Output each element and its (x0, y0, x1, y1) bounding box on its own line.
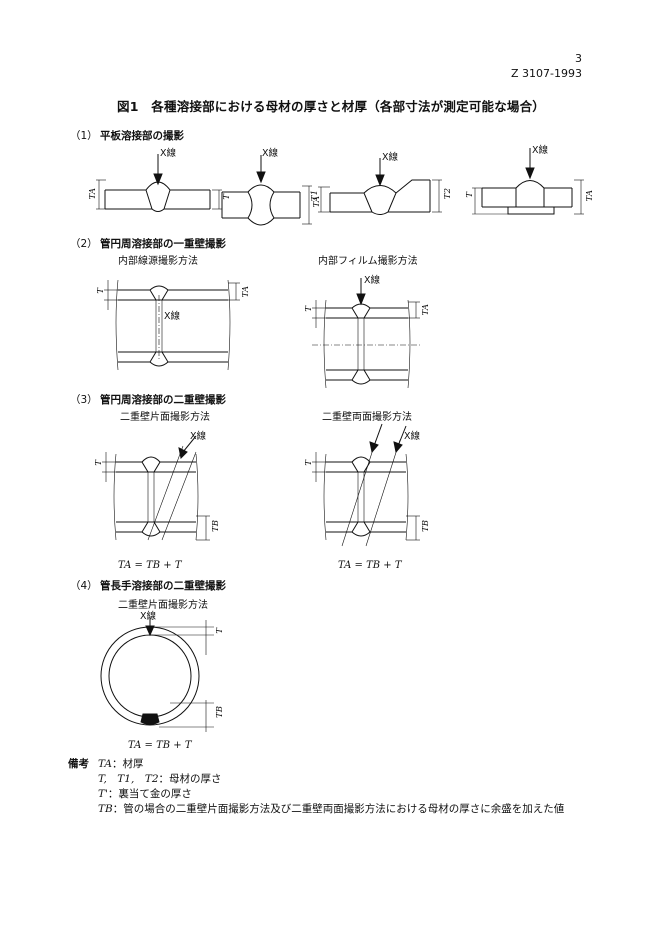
xray-label-2b: X線 (364, 275, 381, 286)
fig-3a-double-wall-single (102, 435, 210, 541)
section-1-number: （1） (70, 130, 98, 142)
section-1-title: 平板溶接部の撮影 (100, 130, 184, 142)
remark-4-symbol: TB (98, 803, 113, 815)
xray-label-4: X線 (140, 611, 157, 622)
remarks-heading: 備考 (68, 758, 89, 770)
dim-tb-3b: TB (421, 520, 431, 532)
remark-row-2: T, T1, T2：母材の厚さ (68, 772, 564, 787)
xray-label-1a: X線 (160, 148, 177, 159)
caption-double-single-2: 二重壁片面撮影方法 (118, 600, 208, 611)
remark-3-text: ：裏当て金の厚さ (107, 788, 192, 800)
section-3-heading: （3）管円周溶接部の二重壁撮影 (70, 392, 226, 407)
remark-1-text: ：材厚 (112, 758, 144, 770)
fig-2b-inner-film (312, 278, 420, 389)
dim-t-2b: T (304, 306, 314, 312)
dim-t-1a: T (222, 194, 232, 200)
dim-ta-2b: TA (421, 304, 431, 316)
formula-3b: TA = TB + T (338, 560, 402, 571)
remarks: 備考 TA：材厚 T, T1, T2：母材の厚さ T'：裏当て金の厚さ TB：管の… (68, 757, 564, 817)
fig-2a-inner-source (104, 279, 240, 371)
section-2-number: （2） (70, 238, 98, 250)
dim-t-4: T (215, 628, 225, 634)
remark-row-1: 備考 TA：材厚 (68, 757, 564, 772)
section-3-title: 管円周溶接部の二重壁撮影 (100, 394, 226, 406)
xray-label-1c: X線 (382, 152, 399, 163)
dim-ta-1a: TA (88, 188, 98, 200)
xray-label-3a: X線 (190, 431, 207, 442)
standard-id: Z 3107-1993 (511, 67, 582, 80)
section-1-heading: （1）平板溶接部の撮影 (70, 128, 184, 143)
fig-3b-double-wall-double (312, 423, 420, 547)
remark-3-symbol: T' (98, 788, 108, 800)
dim-t-1d: T (465, 192, 475, 198)
caption-inner-film: 内部フィルム撮影方法 (318, 256, 418, 267)
remark-row-3: T'：裏当て金の厚さ (68, 787, 564, 802)
dim-ta-2a: TA (241, 286, 251, 298)
caption-double-both: 二重壁両面撮影方法 (322, 412, 412, 423)
formula-4: TA = TB + T (128, 740, 192, 751)
figure-title: 図1 各種溶接部における母材の厚さと材厚（各部寸法が測定可能な場合） (117, 99, 545, 114)
xray-label-2a: X線 (164, 311, 181, 322)
fig-1b-double-v-weld (221, 155, 312, 226)
fig-4-longitudinal-double-wall (100, 617, 214, 732)
fig-1a-butt-weld (96, 154, 222, 212)
xray-label-1d: X線 (532, 145, 549, 156)
remark-row-4: TB：管の場合の二重壁片面撮影方法及び二重壁両面撮影方法における母材の厚さに余盛… (68, 802, 564, 817)
caption-double-single-1: 二重壁片面撮影方法 (120, 412, 210, 423)
fig-1c-unequal-thickness-weld (318, 158, 442, 215)
xray-label-1b: X線 (262, 148, 279, 159)
dim-t2-1c: T2 (443, 188, 453, 200)
remark-1-symbol: TA (98, 758, 113, 770)
remark-4-text: ：管の場合の二重壁片面撮影方法及び二重壁両面撮影方法における母材の厚さに余盛を加… (112, 803, 565, 815)
caption-inner-source: 内部線源撮影方法 (118, 256, 198, 267)
formula-3a: TA = TB + T (118, 560, 182, 571)
remark-2-symbol: T, T1, T2 (98, 773, 159, 785)
remark-2-text: ：母材の厚さ (158, 773, 222, 785)
page-number: 3 (575, 52, 582, 65)
dim-t-3a: T (94, 460, 104, 466)
section-2-heading: （2）管円周溶接部の一重壁撮影 (70, 236, 226, 251)
xray-label-3b: X線 (404, 431, 421, 442)
dim-tb-4: TB (215, 706, 225, 718)
dim-ta-1d: TA (585, 190, 595, 202)
section-4-number: （4） (70, 580, 98, 592)
dim-tb-3a: TB (211, 520, 221, 532)
dim-t-2a: T (96, 288, 106, 294)
section-4-heading: （4）管長手溶接部の二重壁撮影 (70, 578, 226, 593)
fig-1d-backing-strip-weld (472, 148, 584, 215)
dim-t-3b: T (304, 460, 314, 466)
section-3-number: （3） (70, 394, 98, 406)
section-2-title: 管円周溶接部の一重壁撮影 (100, 238, 226, 250)
section-4-title: 管長手溶接部の二重壁撮影 (100, 580, 226, 592)
dim-t1-1c: T1 (310, 190, 320, 202)
